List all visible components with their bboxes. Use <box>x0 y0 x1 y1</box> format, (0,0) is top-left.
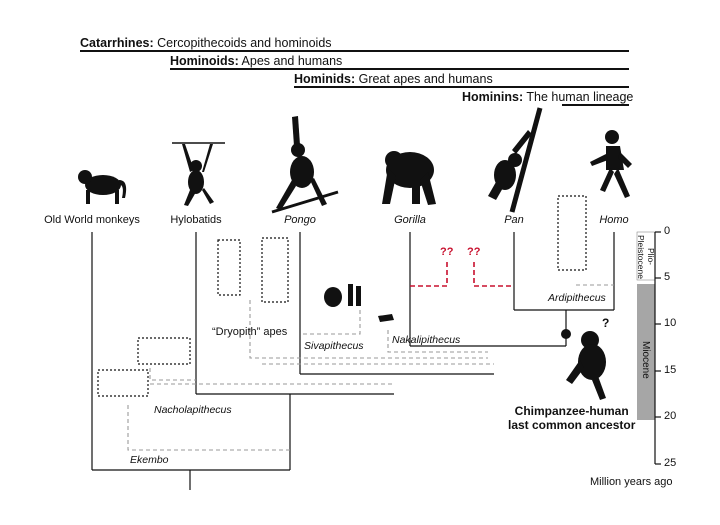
nacholapithecus-fossil-sketch <box>97 337 191 397</box>
fossil-label-sivapithecus: Sivapithecus <box>304 340 364 352</box>
hominoids-label: Hominoids: Apes and humans <box>170 54 342 68</box>
hominins-desc: The human lineage <box>526 90 634 104</box>
lca-label-line1: Chimpanzee-human <box>514 404 629 418</box>
hominoids-name: Hominoids: <box>170 54 239 68</box>
catarrhines-bar <box>80 50 629 52</box>
hominids-label: Hominids: Great apes and humans <box>294 72 493 86</box>
pongo-silhouette <box>271 116 339 214</box>
hominoids-desc: Apes and humans <box>241 54 343 68</box>
tick-25: 25 <box>664 457 677 469</box>
gorilla-silhouette <box>382 151 436 205</box>
gorilla-uncertain-right: ?? <box>467 246 481 258</box>
ardipithecus-fossil-sketch <box>557 195 587 271</box>
taxon-hylobatids: Hylobatids <box>170 214 222 226</box>
fossil-label-nacholapithecus: Nacholapithecus <box>154 404 232 416</box>
homo-silhouette <box>590 130 632 198</box>
hominins-bar <box>562 104 629 106</box>
fossil-dashed-links <box>127 284 614 451</box>
uncertain-gorilla-links <box>410 262 512 287</box>
tree-branches <box>91 232 615 490</box>
tick-0: 0 <box>664 225 671 237</box>
taxon-pan: Pan <box>504 214 524 226</box>
fossil-label-nakalipithecus: Nakalipithecus <box>392 334 461 346</box>
taxon-gorilla: Gorilla <box>394 214 426 226</box>
epoch-plio-pleistocene: Plio- Pleistocene <box>636 235 656 279</box>
pan-silhouette <box>488 107 543 213</box>
hominins-label: Hominins: The human lineage <box>462 90 633 104</box>
time-ticks <box>655 231 661 465</box>
fossil-label-ekembo: Ekembo <box>130 454 169 466</box>
lca-node <box>561 329 571 339</box>
lca-silhouette <box>566 331 606 400</box>
catarrhines-name: Catarrhines: <box>80 36 154 50</box>
fossil-label-dryopith: “Dryopith” apes <box>212 326 288 338</box>
catarrhines-label: Catarrhines: Cercopithecoids and hominoi… <box>80 36 332 50</box>
tick-5: 5 <box>664 271 671 283</box>
hominoids-bar <box>170 68 629 70</box>
hominins-name: Hominins: <box>462 90 524 104</box>
nakalipithecus-jaw-sketch <box>378 314 394 322</box>
hominids-bar <box>294 86 629 88</box>
lca-question-mark: ? <box>602 316 610 330</box>
time-axis-unit: Million years ago <box>590 476 673 488</box>
epoch-miocene: Miocene <box>640 341 651 379</box>
catarrhines-desc: Cercopithecoids and hominoids <box>157 36 332 50</box>
tick-20: 20 <box>664 410 677 422</box>
old-world-monkey-silhouette <box>78 170 127 204</box>
taxon-homo: Homo <box>599 214 629 226</box>
miocene-band <box>637 284 655 420</box>
lca-label-line2: last common ancestor <box>508 418 636 432</box>
taxon-old-world-monkeys: Old World monkeys <box>44 214 140 226</box>
tick-10: 10 <box>664 317 677 329</box>
lca-label: Chimpanzee-human last common ancestor <box>508 404 635 432</box>
hylobatid-silhouette <box>172 142 225 206</box>
tick-15: 15 <box>664 364 677 376</box>
taxon-pongo: Pongo <box>284 214 316 226</box>
sivapithecus-fossil-sketch <box>324 284 361 307</box>
hominids-desc: Great apes and humans <box>358 72 493 86</box>
dryopith-fossil-sketch <box>217 237 289 303</box>
gorilla-uncertain-left: ?? <box>440 246 454 258</box>
fossil-label-ardipithecus: Ardipithecus <box>548 292 606 304</box>
hominids-name: Hominids: <box>294 72 356 86</box>
